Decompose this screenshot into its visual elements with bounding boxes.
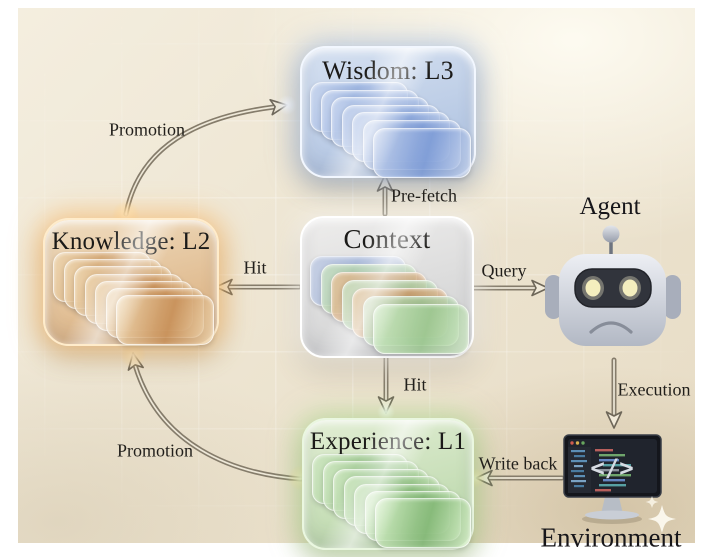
- memory-card: [373, 304, 469, 354]
- box-title-context: Context: [343, 224, 431, 254]
- agent-label: Agent: [579, 193, 641, 220]
- edge-label-prefetch: Pre-fetch: [391, 185, 457, 206]
- memory-card: [373, 127, 471, 178]
- arrow-promotion-top: [123, 98, 288, 217]
- code-glyph: </>: [590, 454, 633, 482]
- environment-label: Environment: [540, 522, 682, 553]
- edge-label-promotion-top: Promotion: [108, 119, 186, 140]
- edge-label-hit-left: Hit: [243, 257, 267, 278]
- arrow-query: [467, 279, 549, 297]
- edge-label-query: Query: [481, 260, 527, 281]
- diagram-canvas: </> Wisdom: L3 Knowledge: L2 Context Exp…: [18, 8, 695, 553]
- edge-label-hit-down: Hit: [403, 374, 427, 395]
- box-knowledge-l2: Knowledge: L2: [43, 218, 219, 346]
- box-wisdom-l3: Wisdom: L3: [300, 46, 476, 178]
- box-title-experience: Experience: L1: [309, 428, 467, 455]
- box-context: Context: [300, 216, 474, 358]
- memory-card: [116, 295, 214, 346]
- code-monitor-icon: </>: [563, 434, 662, 524]
- arrow-hit-left: [215, 278, 302, 296]
- box-experience-l1: Experience: L1: [302, 418, 474, 550]
- robot-icon: [545, 225, 681, 346]
- edge-label-write-back: Write back: [478, 453, 558, 474]
- arrow-hit-down: [377, 353, 395, 414]
- memory-card: [375, 498, 471, 549]
- edge-label-promotion-bottom: Promotion: [116, 440, 194, 461]
- edge-label-execution: Execution: [617, 379, 691, 400]
